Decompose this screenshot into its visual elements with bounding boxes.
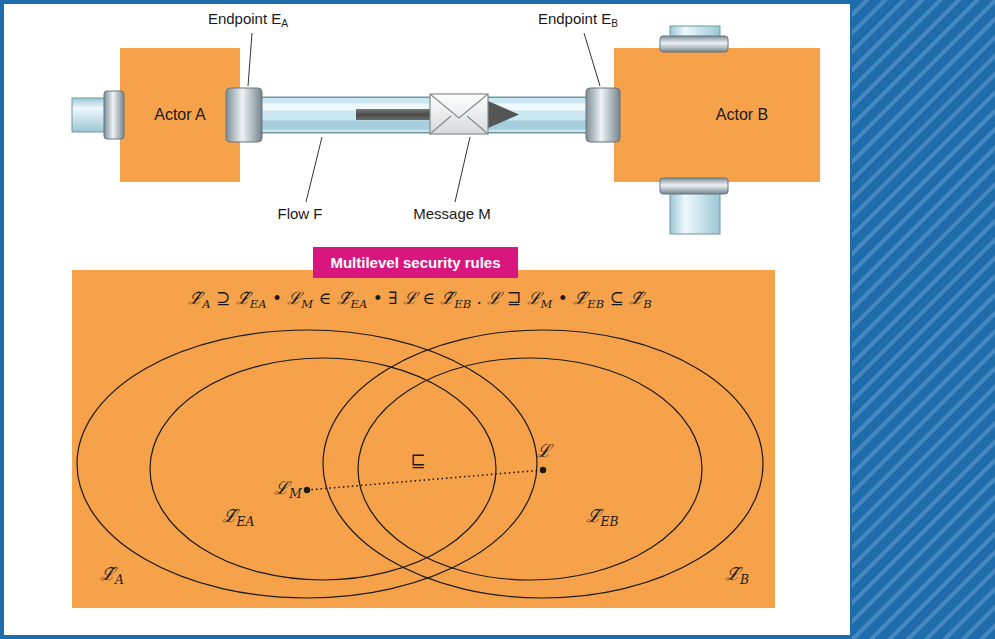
callout-label: Endpoint EB [538, 10, 618, 31]
level-dot [304, 487, 310, 493]
message-envelope [430, 94, 488, 118]
text-run: EB [601, 515, 619, 529]
text-run: A [202, 297, 210, 311]
pipe-flange [104, 36, 728, 194]
text-run: A [115, 573, 124, 587]
level-sets [77, 330, 537, 598]
stub-pipe [670, 192, 720, 234]
text-run: EB [587, 297, 604, 311]
level-sets [77, 330, 763, 598]
pipe-connector [240, 107, 614, 125]
leader-line [306, 137, 322, 202]
pipe-flange [586, 88, 620, 142]
callout-label: Endpoint EA [208, 10, 288, 31]
level-dot [540, 467, 546, 473]
text-run: ℒ [536, 440, 551, 461]
message-envelope [467, 116, 488, 134]
pipe-shade [240, 121, 614, 130]
text-run: M [289, 487, 302, 501]
rules-panel [72, 270, 775, 608]
level-sets [323, 330, 763, 598]
text-run: A [281, 18, 288, 29]
pipe-outline [240, 97, 614, 134]
node-text: Multilevel security rules [330, 254, 500, 271]
text-run: Message M [413, 205, 491, 222]
dominance-line [307, 470, 543, 490]
pipe-flange [104, 91, 124, 139]
text-run: ⊆ ℒ̃ [604, 288, 643, 308]
level-label: ℒM [274, 477, 302, 502]
node-text: Actor A [154, 106, 206, 124]
actor-box: Actor A [120, 48, 240, 182]
text-run: EA [250, 297, 267, 311]
text-run: • ℒ̃ [552, 288, 587, 308]
striped-band [852, 0, 995, 639]
rule-formula: ℒ̃A ⊇ ℒ̃EA • ℒM ∈ ℒ̃EA • ∃ ℒ ∈ ℒ̃EB . ℒ … [188, 288, 651, 311]
pipe-flange [660, 178, 728, 194]
white-panel [4, 4, 850, 635]
order-symbol: ⊑ [410, 450, 425, 473]
text-run: Endpoint E [208, 10, 281, 27]
set-label: ℒ̃A [100, 563, 124, 588]
text-run: EA [351, 297, 368, 311]
set-label: ℒ̃EA [222, 505, 255, 530]
text-run: Flow F [278, 205, 323, 222]
node-text: Actor B [716, 106, 768, 124]
message-envelope [430, 94, 488, 134]
leader-line [455, 137, 470, 202]
text-run: ℒ̃ [725, 563, 740, 584]
callout-label: Message M [413, 205, 491, 224]
message-envelope [430, 116, 451, 134]
text-run: B [611, 18, 618, 29]
text-run: ∈ ℒ̃ [313, 288, 350, 308]
text-run: • ℒ [266, 288, 301, 308]
text-run: • ∃ ℒ ∈ ℒ̃ [367, 288, 454, 308]
text-run: ⊑ [410, 450, 425, 471]
stub-pipe [72, 98, 106, 132]
text-run: B [643, 297, 652, 311]
text-run: B [740, 573, 749, 587]
message-arrow [356, 109, 432, 120]
text-run: EB [454, 297, 471, 311]
section-tab: Multilevel security rules [313, 247, 518, 278]
text-run: ℒ̃ [188, 288, 202, 308]
text-run: ℒ [274, 477, 289, 498]
callout-label: Flow F [278, 205, 323, 224]
text-run: EA [237, 515, 255, 529]
level-label: ℒ [536, 440, 551, 463]
text-run: ⊇ ℒ̃ [211, 288, 250, 308]
text-run: ℒ̃ [586, 505, 601, 526]
text-run: ℒ̃ [222, 505, 237, 526]
stub-pipe [72, 26, 720, 234]
level-sets [358, 358, 702, 580]
text-run: ℒ̃ [100, 563, 115, 584]
text-run: Endpoint E [538, 10, 611, 27]
leader-line [248, 33, 252, 86]
set-label: ℒ̃EB [586, 505, 619, 530]
message-envelope [430, 94, 488, 134]
pipe-body [240, 98, 614, 132]
pipe-flange [226, 88, 262, 142]
text-run: M [301, 297, 313, 311]
leader-line [584, 33, 600, 86]
text-run: . ℒ ⊒ ℒ [471, 288, 540, 308]
message-arrow [488, 101, 519, 128]
actor-box: Actor B [614, 48, 820, 182]
pipe-flange [660, 36, 728, 52]
text-run: M [541, 297, 553, 311]
set-label: ℒ̃B [725, 563, 749, 588]
